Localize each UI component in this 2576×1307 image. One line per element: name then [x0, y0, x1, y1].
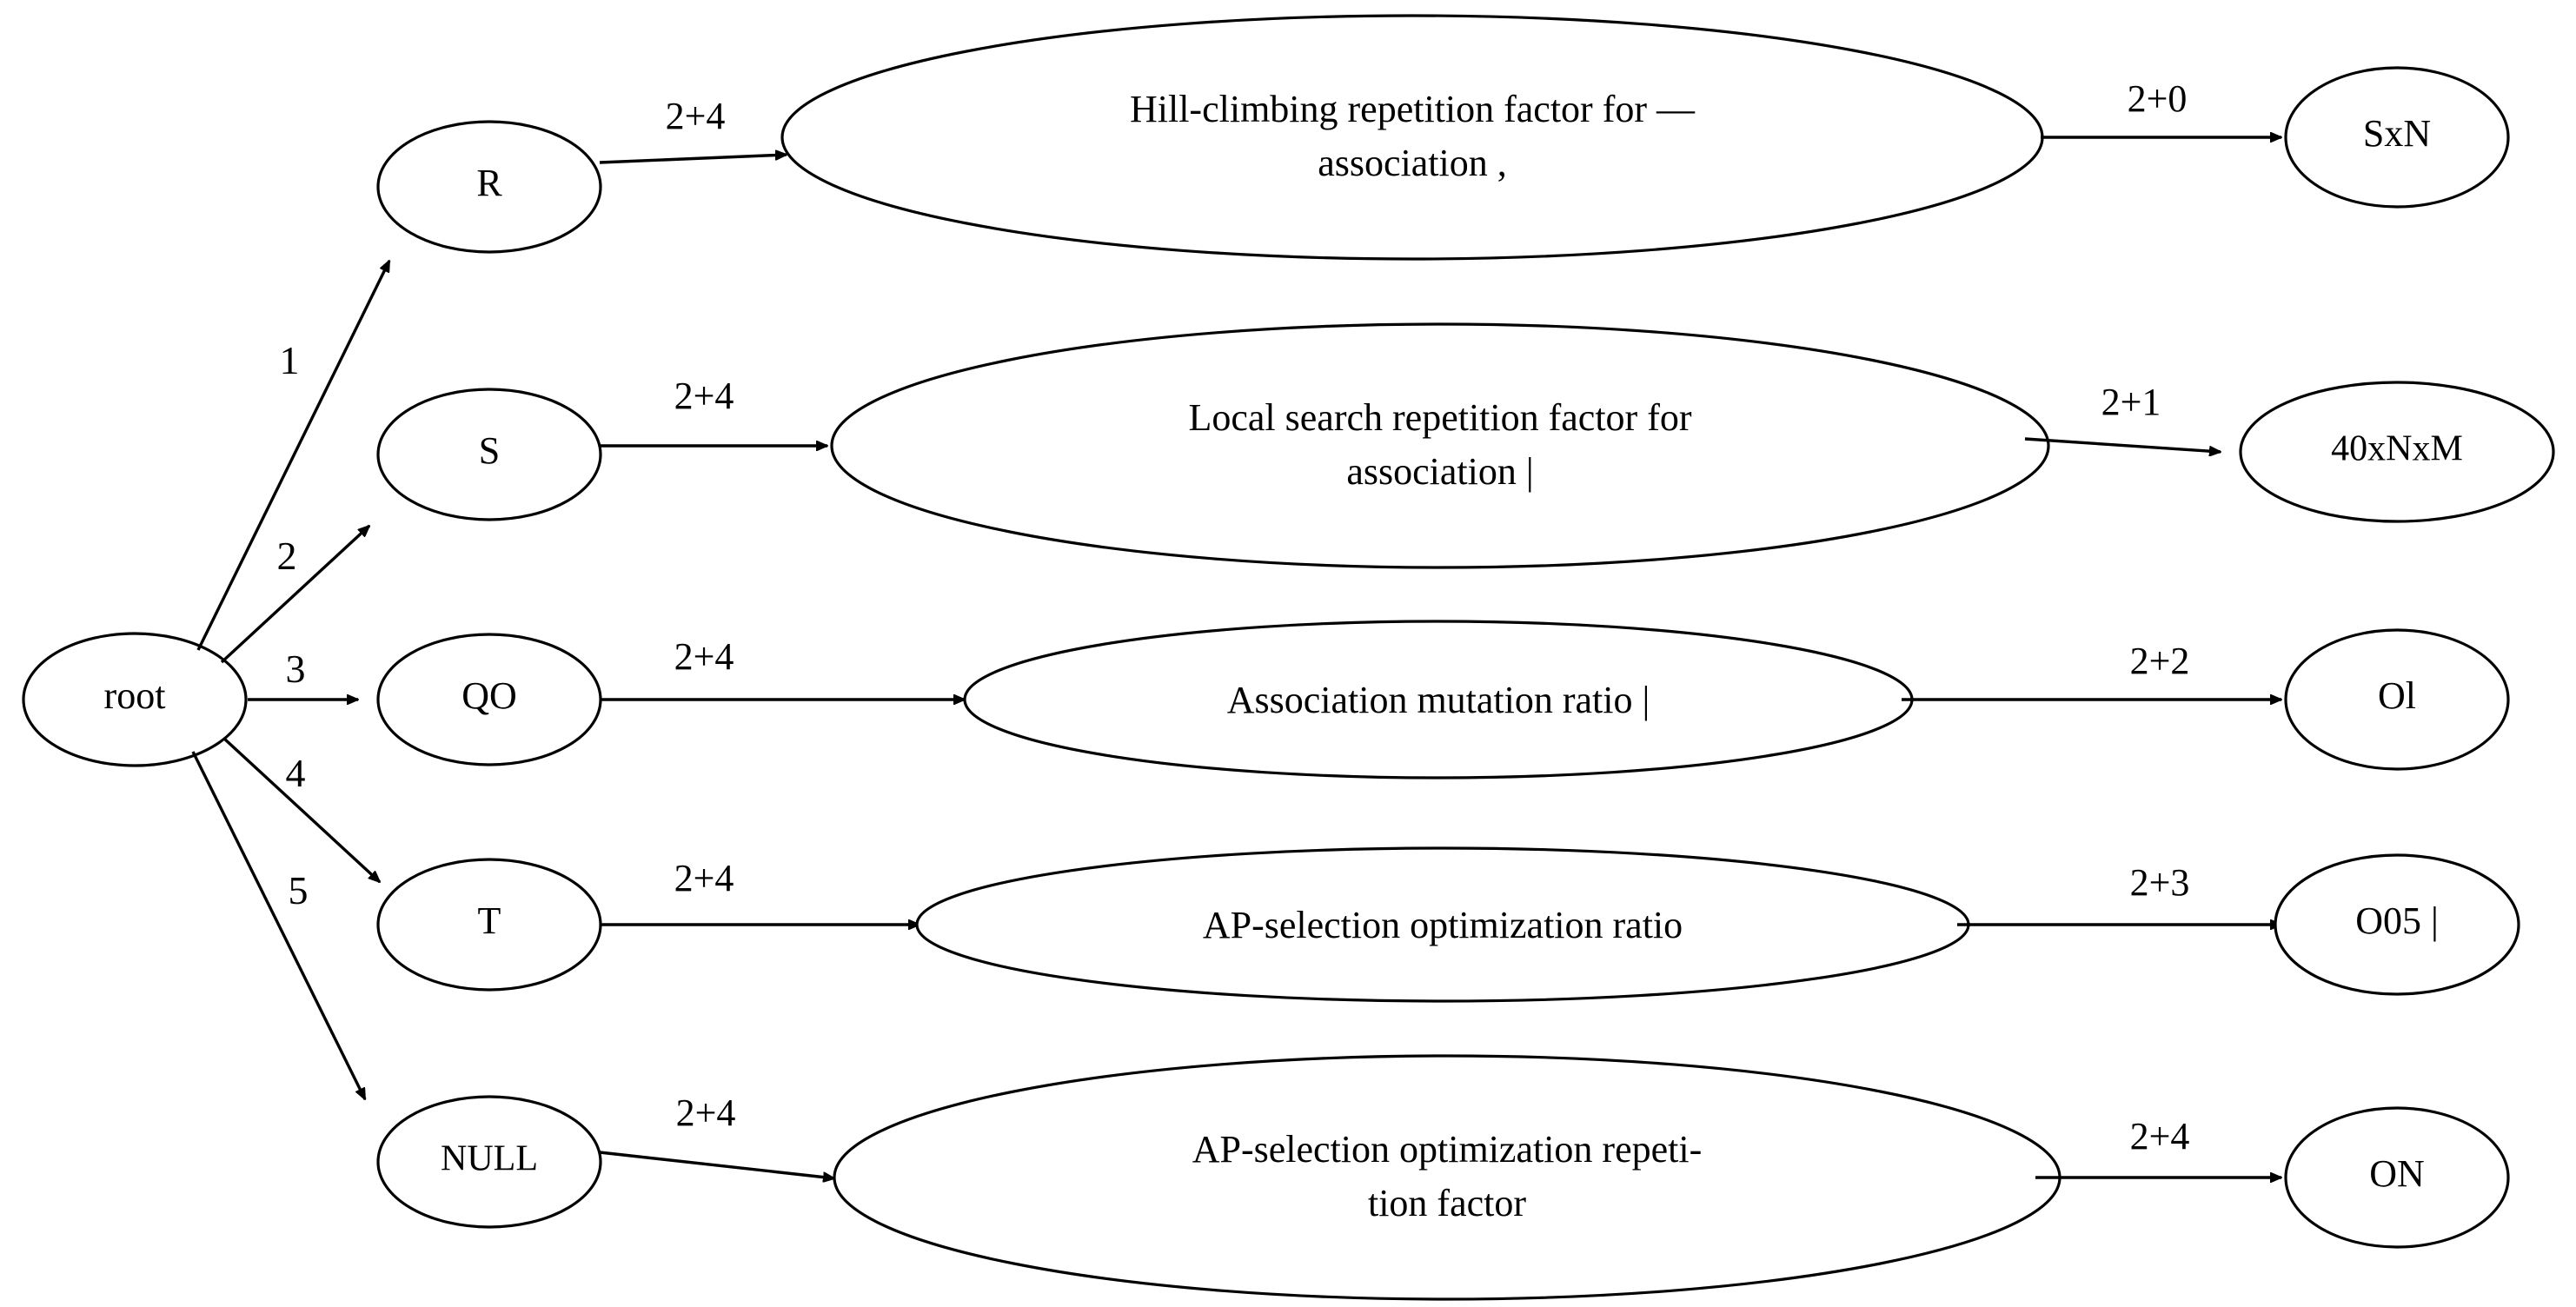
- edge-NULL-to-desc5-line: [599, 1151, 834, 1178]
- node-desc2-line-2: association |: [1346, 450, 1533, 493]
- node-value-40xNxM-label: 40xNxM: [2331, 429, 2463, 469]
- node-value-Ol-ellipse: [2284, 628, 2510, 771]
- node-root[interactable]: root: [22, 632, 248, 767]
- node-desc4-line-1: AP-selection optimization ratio: [1203, 904, 1683, 946]
- node-value-SxN[interactable]: SxN: [2284, 66, 2510, 209]
- edge-root-to-S-label: 2: [277, 534, 297, 578]
- node-R[interactable]: R: [376, 120, 602, 254]
- node-R-label: R: [476, 162, 502, 204]
- edge-QO-to-desc3-label: 2+4: [674, 635, 734, 678]
- node-S-label: S: [479, 429, 500, 472]
- edge-R-to-desc1-label: 2+4: [666, 95, 726, 137]
- node-value-O05-ellipse: [2274, 853, 2520, 996]
- edge-T-to-desc4-label: 2+4: [674, 857, 734, 899]
- edge-root-to-T-line: [222, 737, 380, 882]
- node-value-40xNxM[interactable]: 40xNxM: [2239, 381, 2555, 523]
- edge-desc3-to-v3[interactable]: 2+2: [1902, 640, 2281, 700]
- node-value-ON-ellipse: [2284, 1106, 2510, 1249]
- edge-root-to-NULL[interactable]: 5: [191, 751, 367, 1099]
- node-desc1[interactable]: Hill-climbing repetition factor for — as…: [780, 14, 2044, 261]
- edge-QO-to-desc3[interactable]: 2+4: [600, 635, 965, 700]
- edge-root-to-NULL-label: 5: [289, 868, 309, 912]
- edge-root-to-S-line: [220, 526, 369, 664]
- edge-root-to-R-line: [196, 261, 391, 651]
- edge-NULL-to-desc5[interactable]: 2+4: [599, 1091, 834, 1178]
- edge-S-to-desc2-label: 2+4: [674, 375, 734, 417]
- node-value-O05-label: O05 |: [2355, 899, 2439, 942]
- node-desc1-line-1: Hill-climbing repetition factor for —: [1130, 88, 1696, 130]
- node-NULL-ellipse: [376, 1095, 602, 1229]
- edge-R-to-desc1[interactable]: 2+4: [599, 95, 787, 164]
- node-root-label: root: [104, 674, 166, 717]
- edge-root-to-R[interactable]: 1: [196, 261, 391, 651]
- node-QO-label: QO: [461, 674, 517, 717]
- edge-desc2-to-v2-line: [2024, 437, 2221, 452]
- edge-desc1-to-v1-label: 2+0: [2128, 77, 2188, 120]
- node-T-label: T: [478, 899, 501, 942]
- node-S-ellipse: [376, 388, 602, 521]
- node-value-ON-label: ON: [2369, 1152, 2425, 1195]
- edge-T-to-desc4[interactable]: 2+4: [600, 857, 920, 925]
- node-NULL-label: NULL: [441, 1139, 538, 1179]
- node-value-SxN-ellipse: [2284, 66, 2510, 209]
- node-desc1-line-2: association ,: [1318, 142, 1507, 184]
- node-desc5-line-2: tion factor: [1368, 1182, 1526, 1224]
- node-value-40xNxM-ellipse: [2239, 381, 2555, 523]
- edge-root-to-T-label: 4: [286, 751, 306, 795]
- node-value-ON[interactable]: ON: [2284, 1106, 2510, 1249]
- node-desc3-line-1: Association mutation ratio |: [1227, 679, 1650, 721]
- edge-NULL-to-desc5-label: 2+4: [676, 1091, 736, 1134]
- node-desc4[interactable]: AP-selection optimization ratio: [915, 846, 1970, 1003]
- edge-desc1-to-v1[interactable]: 2+0: [2041, 77, 2281, 137]
- edge-R-to-desc1-line: [599, 155, 787, 164]
- node-desc1-ellipse: [780, 14, 2044, 261]
- edge-root-to-R-label: 1: [280, 338, 300, 382]
- node-QO[interactable]: QO: [376, 633, 602, 766]
- node-desc5-ellipse: [833, 1054, 2061, 1301]
- node-desc2-ellipse: [830, 322, 2050, 569]
- edge-desc3-to-v3-label: 2+2: [2130, 640, 2190, 682]
- edge-S-to-desc2[interactable]: 2+4: [600, 375, 827, 446]
- edge-desc5-to-v5[interactable]: 2+4: [2035, 1115, 2281, 1178]
- edge-desc4-to-v4-label: 2+3: [2130, 861, 2190, 904]
- node-desc2-line-1: Local search repetition factor for: [1188, 396, 1691, 439]
- node-value-O05[interactable]: O05 |: [2274, 853, 2520, 996]
- node-T[interactable]: T: [376, 858, 602, 992]
- edge-root-to-S[interactable]: 2: [220, 526, 369, 664]
- node-value-Ol-label: Ol: [2378, 674, 2416, 717]
- node-root-ellipse: [22, 632, 248, 767]
- node-desc5[interactable]: AP-selection optimization repeti- tion f…: [833, 1054, 2061, 1301]
- node-desc5-line-1: AP-selection optimization repeti-: [1192, 1128, 1703, 1171]
- edge-root-to-NULL-line: [191, 751, 367, 1099]
- node-desc2[interactable]: Local search repetition factor for assoc…: [830, 322, 2050, 569]
- edge-root-to-QO-label: 3: [286, 647, 306, 691]
- edge-root-to-QO[interactable]: 3: [248, 647, 358, 700]
- edge-root-to-T[interactable]: 4: [222, 737, 380, 882]
- node-S[interactable]: S: [376, 388, 602, 521]
- edge-desc4-to-v4[interactable]: 2+3: [1957, 861, 2281, 925]
- node-desc3[interactable]: Association mutation ratio |: [963, 620, 1914, 780]
- node-value-SxN-label: SxN: [2363, 112, 2431, 155]
- node-R-ellipse: [376, 120, 602, 254]
- node-value-Ol[interactable]: Ol: [2284, 628, 2510, 771]
- edge-desc2-to-v2-label: 2+1: [2101, 381, 2161, 423]
- node-NULL[interactable]: NULL: [376, 1095, 602, 1229]
- edge-desc2-to-v2[interactable]: 2+1: [2024, 381, 2221, 452]
- edge-desc5-to-v5-label: 2+4: [2130, 1115, 2190, 1158]
